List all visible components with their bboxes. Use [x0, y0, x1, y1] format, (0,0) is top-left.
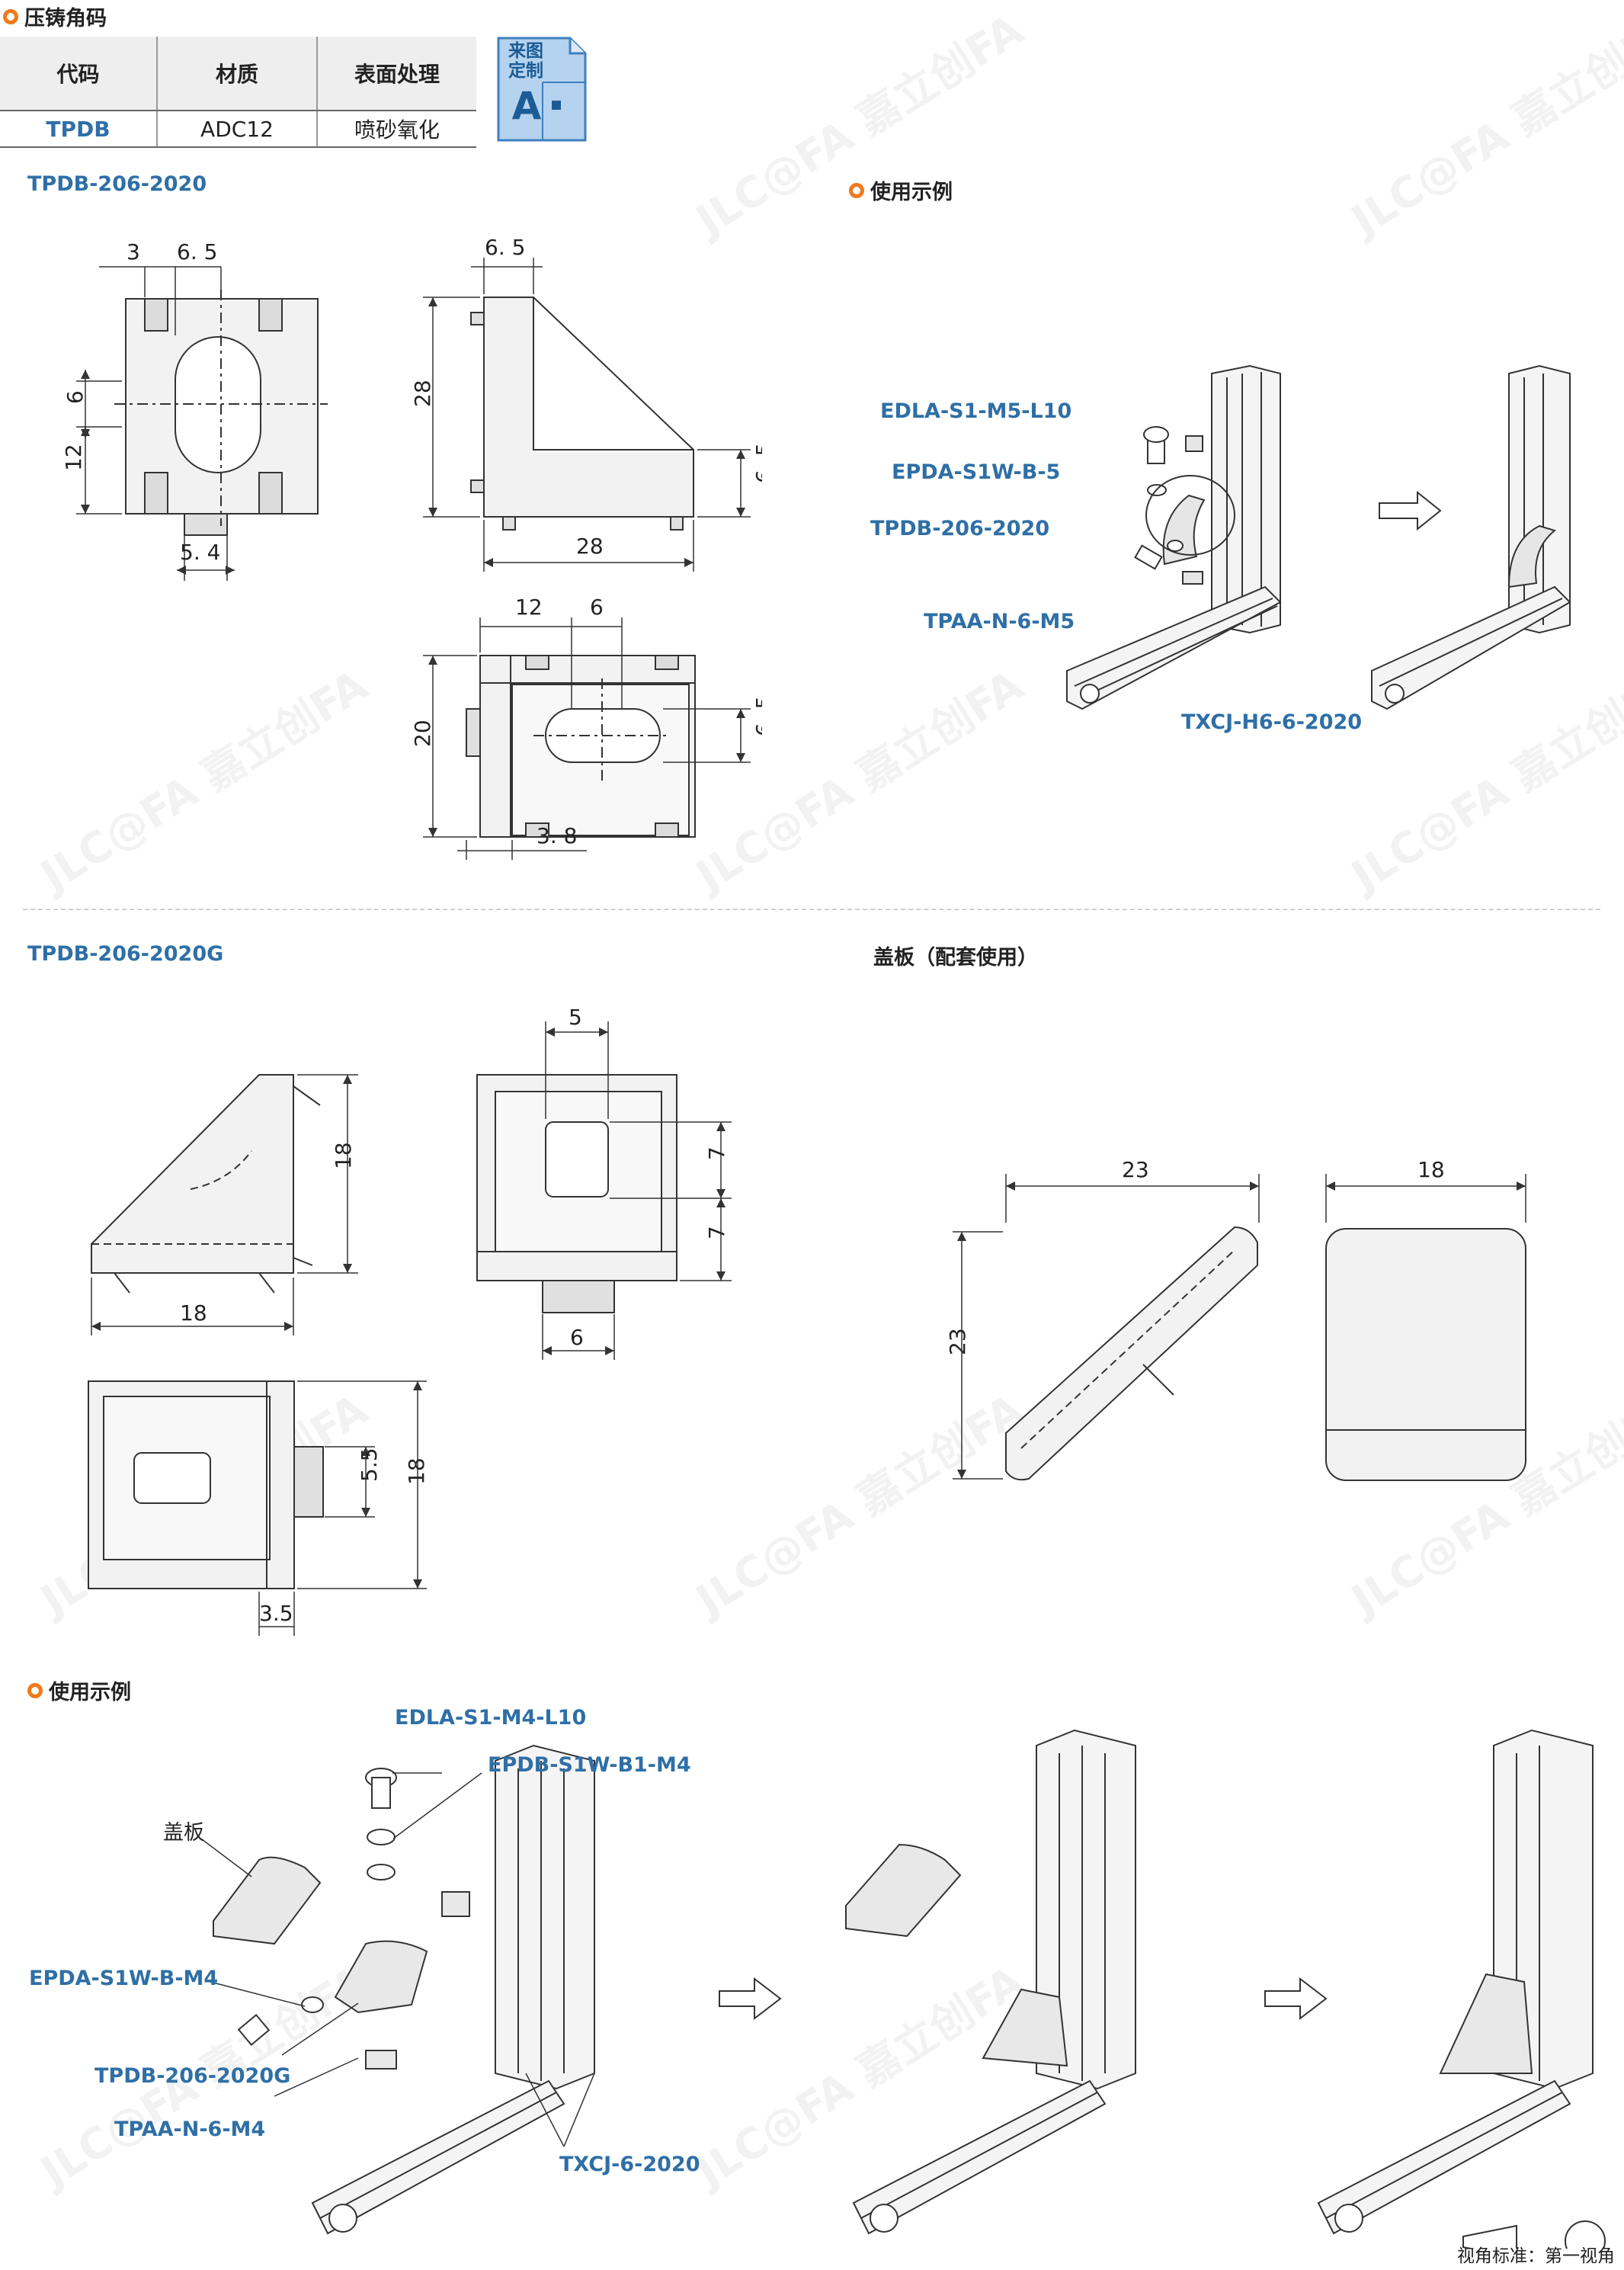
spec-header-finish: 表面处理 [317, 37, 476, 111]
watermark: JLC@FA 嘉立创FA [1343, 5, 1624, 246]
dim-3-8: 3. 8 [537, 823, 577, 848]
usage-example-1-illustration [1066, 364, 1571, 710]
callout-label: TPAA-N-6-M5 [924, 610, 1075, 633]
spec-cell-finish: 喷砂氧化 [317, 111, 476, 148]
dim-6-5: 6. 5 [177, 239, 217, 265]
usage-example-title: 使用示例 [849, 175, 953, 205]
dim-6: 6 [62, 390, 88, 404]
dim-5-5: 5.5 [357, 1448, 382, 1482]
callout-label: EPDB-S1W-B1-M4 [488, 1753, 691, 1777]
document-icon [497, 37, 587, 142]
dim-28-vertical: 28 [410, 380, 435, 407]
dim-18-cover: 18 [1417, 1157, 1445, 1182]
dim-6-bottom: 6 [590, 595, 604, 620]
dim-12-bottom: 12 [515, 595, 543, 620]
dim-5: 5 [569, 1005, 582, 1030]
dim-7-upper: 7 [704, 1146, 729, 1160]
badge-letter: A [511, 84, 542, 128]
dim-6-5-height: 6. 5 [751, 443, 762, 483]
dim-18: 18 [331, 1142, 356, 1169]
callout-label: TPAA-N-6-M4 [114, 2118, 266, 2141]
custom-drawing-badge: 来图 定制 A [497, 37, 587, 142]
callout-label: EPDA-S1W-B-5 [892, 460, 1061, 484]
dim-12: 12 [61, 444, 86, 471]
spec-header-code: 代码 [0, 37, 158, 111]
callout-label: TPDB-206-2020G [94, 2064, 291, 2088]
drawing-cover-plate: 23 23 18 [945, 1157, 1526, 1481]
dim-23-height: 23 [945, 1328, 970, 1355]
drawing-tpdb-206-2020: 3 6. 5 6 12 5. 4 6. 5 28 28 6. 5 12 6 20… [61, 235, 762, 860]
table-row: TPDB ADC12 喷砂氧化 [0, 111, 476, 148]
callout-label: EDLA-S1-M5-L10 [880, 399, 1072, 423]
callout-label: TXCJ-H6-6-2020 [1181, 710, 1363, 734]
cover-plate-label: 盖板 [163, 1821, 204, 1845]
spec-cell-material: ADC12 [157, 111, 318, 148]
dim-20: 20 [410, 720, 435, 747]
dim-23-width: 23 [1122, 1157, 1149, 1182]
spec-cell-code: TPDB [0, 111, 158, 148]
spec-table: 代码 材质 表面处理 TPDB ADC12 喷砂氧化 [0, 37, 476, 148]
badge-text: 来图 定制 [508, 41, 543, 81]
dim-18-height: 18 [404, 1457, 429, 1485]
dim-18-width: 18 [180, 1300, 207, 1326]
section-divider [23, 909, 1600, 910]
cover-plate-title: 盖板（配套使用） [873, 946, 1038, 970]
callout-label: TXCJ-6-2020 [559, 2153, 700, 2176]
callout-label: TPDB-206-2020 [870, 517, 1050, 540]
page-title: 压铸角码 [3, 2, 107, 31]
spec-header-material: 材质 [157, 37, 318, 111]
dim-6-nub: 6 [570, 1325, 584, 1350]
dim-3: 3 [127, 239, 140, 265]
dim-6-5-slot: 6. 5 [751, 696, 762, 736]
bullet-ring-icon [849, 182, 864, 198]
drawing-tpdb-206-2020g: 18 18 5 7 7 6 5.5 18 3.5 [88, 1005, 732, 1636]
bullet-ring-icon [3, 8, 18, 24]
dim-3-5: 3.5 [259, 1601, 293, 1626]
usage-example-2-illustration [201, 1729, 1606, 2249]
dim-7-lower: 7 [704, 1226, 729, 1239]
usage-example-title: 使用示例 [27, 1675, 131, 1705]
dim-6-5-side: 6. 5 [485, 235, 525, 260]
dim-28-horizontal: 28 [576, 534, 604, 559]
dim-5-4: 5. 4 [180, 540, 220, 565]
projection-standard-label: 视角标准：第一视角 [1457, 2246, 1615, 2266]
bullet-ring-icon [27, 1682, 43, 1698]
callout-label: EPDA-S1W-B-M4 [29, 1967, 219, 1990]
watermark: JLC@FA 嘉立创FA [687, 5, 1032, 246]
callout-label: EDLA-S1-M4-L10 [395, 1706, 587, 1730]
model-code: TPDB-206-2020G [27, 942, 224, 966]
model-code: TPDB-206-2020 [27, 172, 207, 196]
